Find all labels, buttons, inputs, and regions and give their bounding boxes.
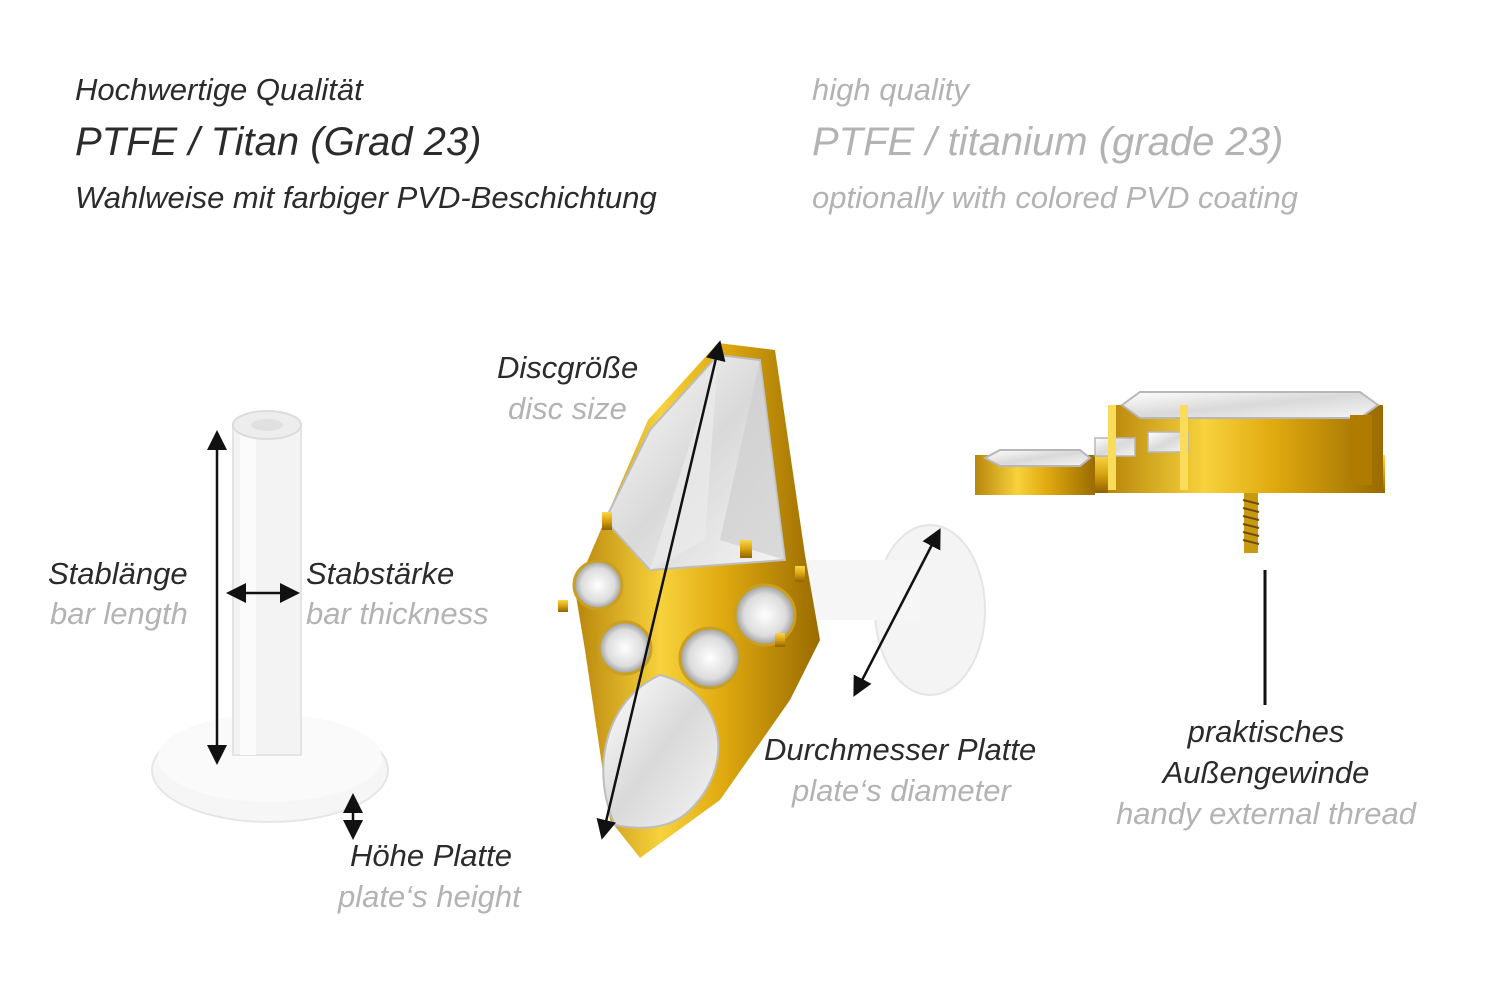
header-de-quality: Hochwertige Qualität [75, 72, 363, 107]
header-en-quality: high quality [812, 72, 969, 107]
plate-height-label: Höhe Platte [350, 838, 512, 873]
header-de-material: PTFE / Titan (Grad 23) [75, 120, 482, 164]
thread-label-en: handy external thread [1116, 796, 1416, 831]
bar-length-label-en: bar length [50, 596, 188, 631]
disc-size-label-en: disc size [508, 391, 627, 426]
plate-diameter-label-en: plate‘s diameter [792, 773, 1011, 808]
thread-label-line2: Außengewinde [1162, 755, 1370, 790]
disc-size-arrow [596, 340, 726, 840]
plate-diameter-arrow [853, 528, 941, 697]
header-en-coating: optionally with colored PVD coating [812, 180, 1298, 215]
bar-length-label: Stablänge [48, 556, 188, 591]
disc-size-label: Discgröße [497, 350, 639, 385]
plate-diameter-label: Durchmesser Platte [764, 732, 1037, 767]
plate-height-label-en: plate‘s height [338, 879, 521, 914]
thread-label-line1: praktisches [1187, 714, 1345, 749]
bar-thickness-label: Stabstärke [306, 556, 455, 591]
bar-thickness-label-en: bar thickness [306, 596, 489, 631]
ptfe-disc-middle [790, 524, 986, 696]
header-en-material: PTFE / titanium (grade 23) [812, 120, 1284, 164]
gold-jewel-side-view [975, 391, 1385, 553]
header-de-coating: Wahlweise mit farbiger PVD-Beschichtung [75, 180, 657, 215]
